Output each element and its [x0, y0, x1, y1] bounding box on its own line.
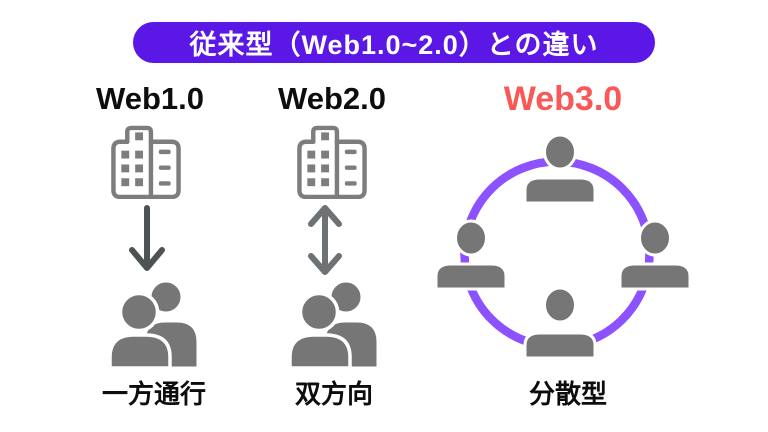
- caption-two-way: 双方向: [294, 379, 373, 409]
- arrow-down-icon: [129, 205, 165, 271]
- caption-one-way: 一方通行: [101, 379, 206, 409]
- people-network-circle-icon: [434, 133, 690, 360]
- heading-web1: Web1.0: [96, 81, 204, 116]
- heading-web3: Web3.0: [503, 80, 623, 118]
- people-pair-icon: [288, 282, 380, 368]
- caption-decentralized: 分散型: [528, 379, 607, 409]
- title-banner: 従来型（Web1.0~2.0）との違い: [133, 22, 655, 63]
- arrow-up-down-icon: [308, 205, 342, 275]
- building-icon: [111, 125, 181, 199]
- title-text: 従来型（Web1.0~2.0）との違い: [189, 30, 599, 60]
- building-icon: [297, 125, 367, 199]
- heading-web2: Web2.0: [278, 81, 386, 116]
- people-pair-icon: [108, 282, 200, 368]
